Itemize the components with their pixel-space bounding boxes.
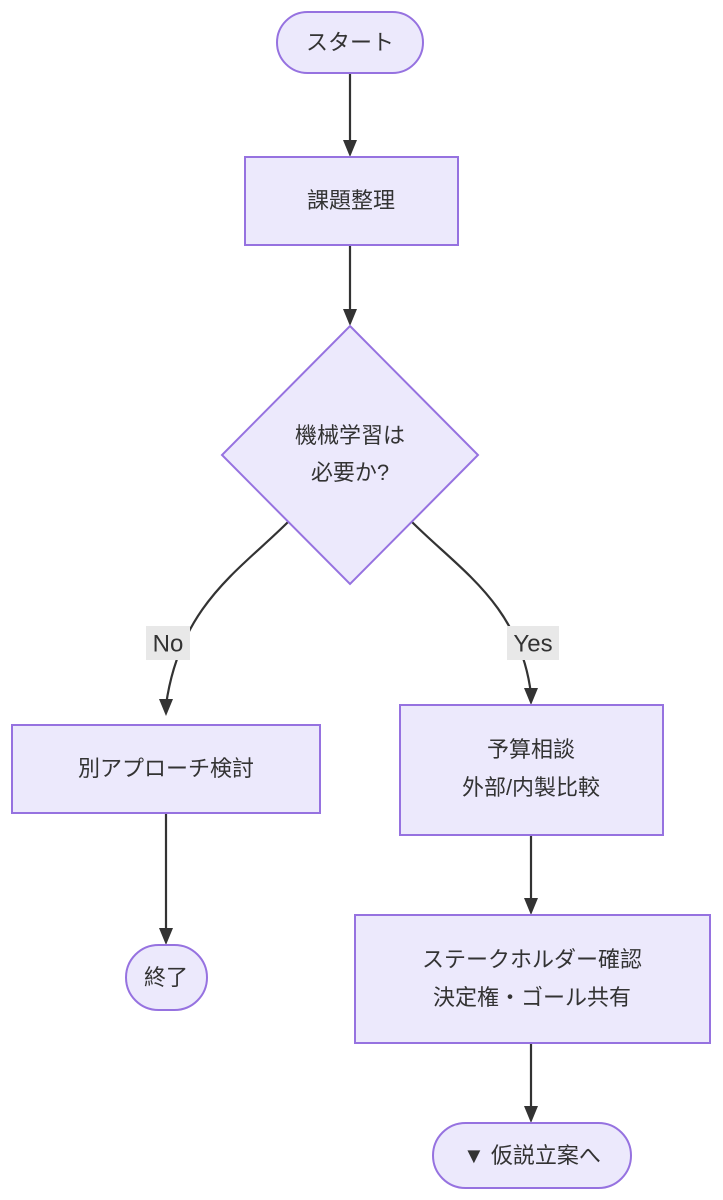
arrowhead-icon: [524, 688, 538, 705]
node-organize-label: 課題整理: [307, 188, 395, 213]
node-decision[interactable]: 機械学習は 必要か?: [220, 324, 480, 586]
edge-decision-to-budget: Yes: [411, 521, 559, 705]
node-start[interactable]: スタート: [276, 11, 424, 74]
node-organize-shape[interactable]: [244, 156, 459, 246]
node-budget[interactable]: 予算相談 外部/内製比較: [399, 704, 664, 836]
node-alt-approach-label: 別アプローチ検討: [78, 756, 254, 781]
edge-decision-to-alt-approach: No: [146, 521, 289, 716]
arrowhead-icon: [159, 699, 173, 716]
arrowhead-icon: [343, 140, 357, 157]
node-end-shape[interactable]: [125, 944, 208, 1011]
edge-alt-approach-to-end: [159, 813, 173, 945]
node-layer: スタート 課題整理 機械学習は 必要か? 別アプローチ検討 予算相談: [11, 11, 711, 1189]
node-stakeholder-label-line2: 決定権・ゴール共有: [433, 985, 631, 1010]
edge-line: [164, 521, 289, 706]
node-end-label: 終了: [144, 965, 188, 990]
node-next-shape[interactable]: [432, 1122, 632, 1189]
arrowhead-icon: [524, 898, 538, 915]
node-alt-approach[interactable]: 別アプローチ検討: [11, 724, 321, 814]
arrowhead-icon: [159, 928, 173, 945]
edge-stakeholder-to-next: [524, 1043, 538, 1123]
node-stakeholder-shape[interactable]: [354, 914, 711, 1044]
edge-label-background: [507, 626, 559, 660]
node-stakeholder-label-line1: ステークホルダー確認: [422, 947, 642, 972]
edge-line: [411, 521, 533, 695]
node-budget-shape[interactable]: [399, 704, 664, 836]
edge-label-background: [146, 626, 190, 660]
edge-label-yes: Yes: [513, 630, 552, 657]
node-budget-label-line2: 外部/内製比較: [462, 775, 600, 800]
node-decision-label-line2: 必要か?: [311, 460, 389, 485]
edge-start-to-organize: [343, 73, 357, 157]
node-organize[interactable]: 課題整理: [244, 156, 459, 246]
arrowhead-icon: [343, 309, 357, 326]
edge-organize-to-decision: [343, 245, 357, 326]
node-next-label: ▼ 仮説立案へ: [463, 1143, 601, 1168]
node-start-shape[interactable]: [276, 11, 424, 74]
edge-label-no: No: [153, 630, 184, 657]
node-stakeholder[interactable]: ステークホルダー確認 決定権・ゴール共有: [354, 914, 711, 1044]
node-decision-shape[interactable]: [220, 324, 480, 586]
edge-budget-to-stakeholder: [524, 835, 538, 915]
node-alt-approach-shape[interactable]: [11, 724, 321, 814]
node-next[interactable]: ▼ 仮説立案へ: [432, 1122, 632, 1189]
node-start-label: スタート: [306, 30, 394, 55]
node-end[interactable]: 終了: [125, 944, 208, 1011]
arrowhead-icon: [524, 1106, 538, 1123]
node-budget-label-line1: 予算相談: [487, 737, 575, 762]
edge-layer: No Yes: [146, 73, 559, 1123]
node-decision-label-line1: 機械学習は: [295, 423, 405, 448]
